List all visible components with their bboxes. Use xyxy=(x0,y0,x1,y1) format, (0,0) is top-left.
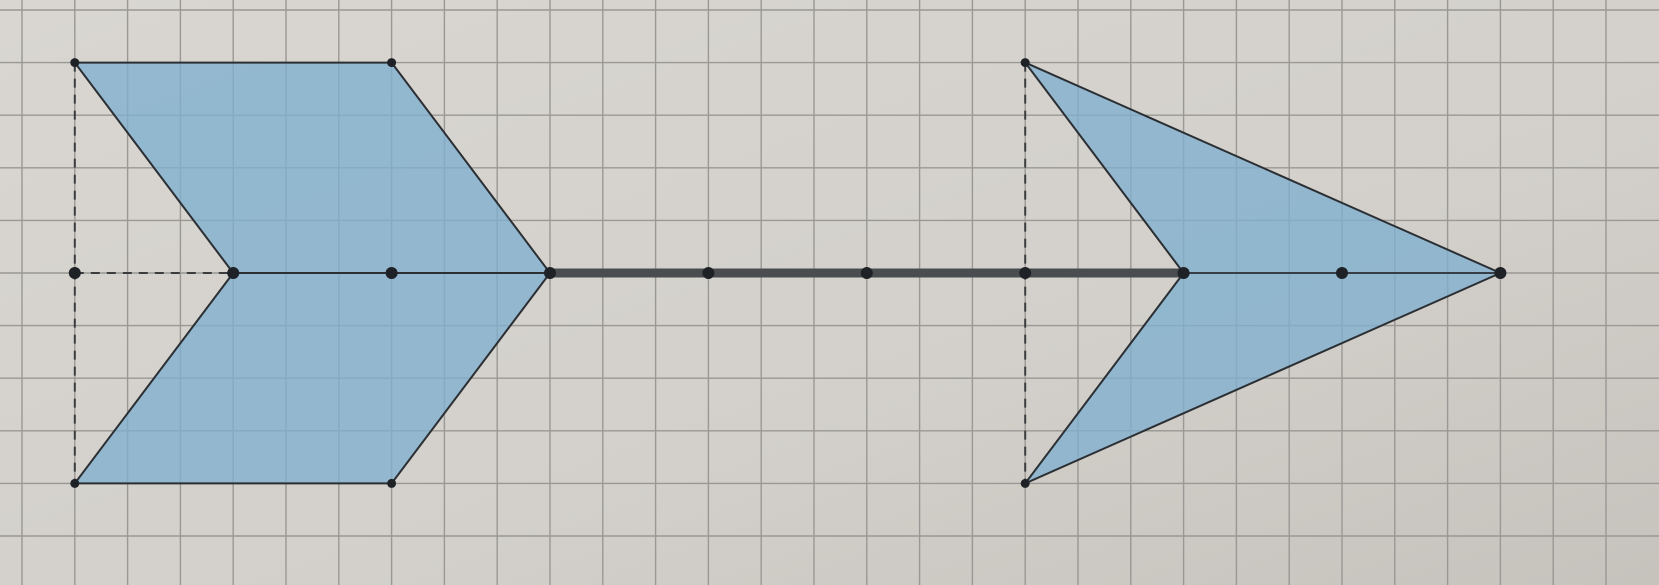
shapes xyxy=(72,60,1503,486)
vertex-point xyxy=(1020,478,1030,488)
vertex-point xyxy=(70,478,80,488)
axis-point xyxy=(227,267,240,279)
axis-point xyxy=(1336,267,1348,279)
axis-point xyxy=(860,267,873,279)
axis-point xyxy=(1494,267,1507,279)
axis-point xyxy=(544,267,556,279)
vertex-point xyxy=(387,58,397,68)
marked-points xyxy=(68,58,1507,488)
axis-point xyxy=(1177,267,1190,279)
axis-point xyxy=(68,267,81,279)
axis-point xyxy=(1019,267,1032,279)
vertex-point xyxy=(387,478,397,488)
vertex-point xyxy=(70,58,80,68)
axis-point xyxy=(702,267,715,279)
vertex-point xyxy=(1020,58,1030,68)
axis-point xyxy=(385,267,398,279)
